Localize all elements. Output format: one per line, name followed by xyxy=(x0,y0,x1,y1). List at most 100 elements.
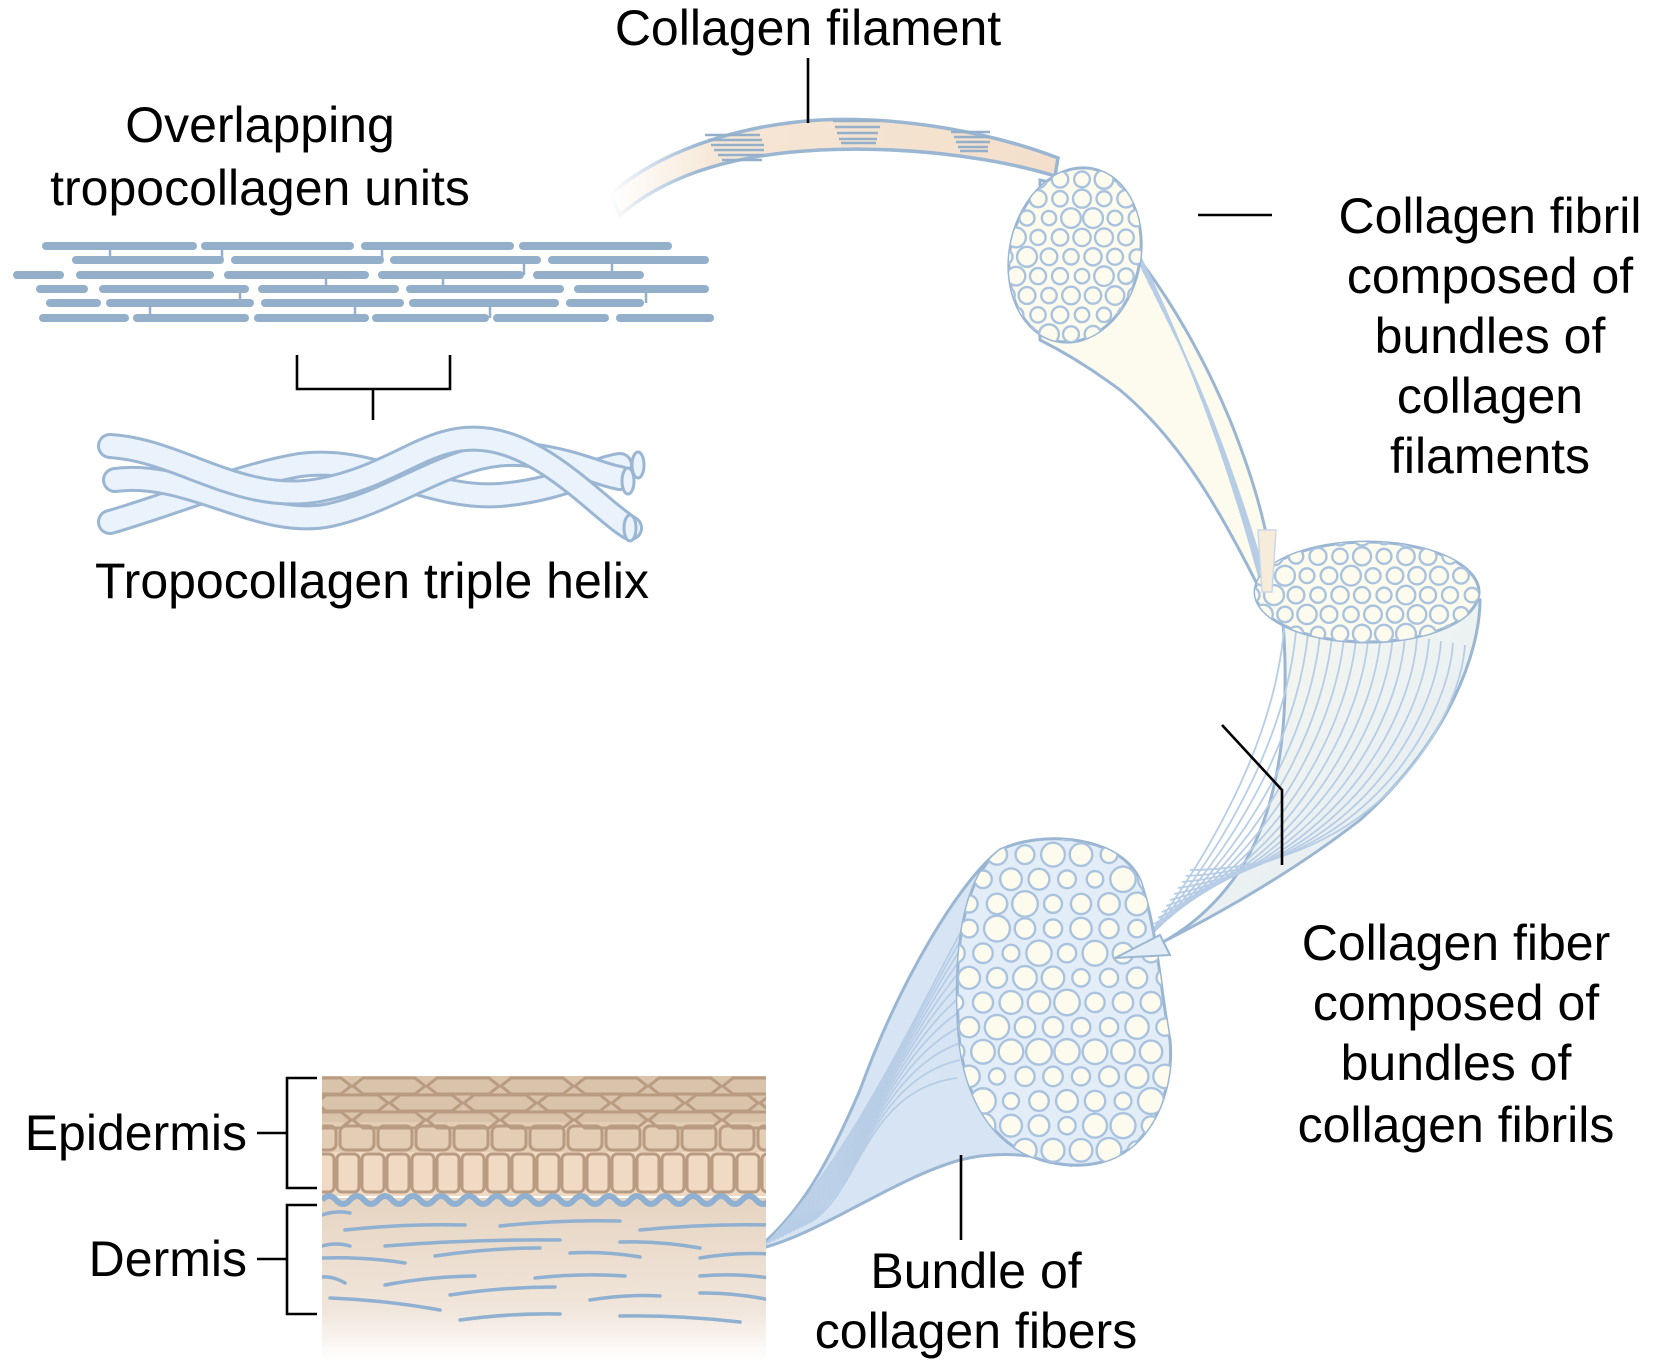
fiber-cross-section xyxy=(1053,1037,1081,1066)
label-collagen-fiber: Collagen fiber composed of bundles of co… xyxy=(1221,724,1615,1153)
spinous-cell xyxy=(566,1124,604,1152)
fibril-cross-section xyxy=(1331,547,1349,566)
filament-cross-section xyxy=(1040,209,1058,227)
fiber-cross-section xyxy=(1097,1065,1121,1088)
spinous-cell xyxy=(642,1124,680,1152)
fibril-cross-section xyxy=(1385,605,1405,624)
squamous-cell xyxy=(757,1096,766,1110)
filament-cross-section xyxy=(1016,324,1038,345)
dermal-collagen-fiber xyxy=(533,1273,627,1280)
basal-cell xyxy=(710,1152,736,1194)
spinous-cell xyxy=(680,1124,718,1152)
fibril-cross-section xyxy=(1330,542,1350,547)
spinous-cell xyxy=(414,1124,452,1152)
dermal-collagen-fiber xyxy=(322,1242,352,1248)
fibril-cross-section xyxy=(1407,565,1427,586)
fiber-cross-section xyxy=(1069,916,1093,941)
basal-cell xyxy=(485,1152,511,1194)
fiber-cross-section xyxy=(1040,1137,1066,1164)
filament-cross-section xyxy=(1062,155,1080,169)
collagen-fiber xyxy=(1119,529,1482,964)
fiber-cross-section xyxy=(957,942,966,965)
basal-cell xyxy=(635,1152,661,1194)
tropocollagen-triple-helix xyxy=(97,425,646,543)
collagen-filament xyxy=(607,117,1060,218)
fibril-cross-section xyxy=(1255,603,1274,626)
basal-cell xyxy=(410,1152,436,1194)
spinous-cell xyxy=(452,1124,490,1152)
fibril-cross-section xyxy=(1440,542,1460,547)
filament-cross-section xyxy=(1051,189,1069,208)
fiber-cross-section xyxy=(1081,1112,1109,1139)
fiber-cross-section xyxy=(957,965,982,991)
overlapping-tropocollagen-units xyxy=(13,242,714,322)
fiber-cross-section xyxy=(1154,844,1171,866)
fiber-cross-section xyxy=(1055,838,1079,842)
fiber-cross-section xyxy=(1151,1136,1171,1164)
bundle-fiber-line xyxy=(776,933,982,1240)
label-overlapping-line2: tropocollagen units xyxy=(50,160,470,216)
basal-cell xyxy=(460,1152,486,1194)
basal-cell xyxy=(735,1152,761,1194)
basal-cell xyxy=(585,1152,611,1194)
fiber-cross-section xyxy=(969,1038,997,1065)
fibril-cross-section xyxy=(1309,542,1327,546)
fiber-cross-section xyxy=(1124,1063,1150,1090)
filament-cross-section xyxy=(1093,227,1115,248)
fiber-cross-section xyxy=(1081,939,1109,967)
fibril-cross-section xyxy=(1418,585,1438,605)
fiber-cross-section xyxy=(1025,939,1053,968)
filament-cross-section xyxy=(1083,155,1103,170)
fiber-cross-section xyxy=(1001,943,1021,963)
fiber-cross-section xyxy=(1138,1039,1164,1065)
fiber-cross-section xyxy=(1054,1088,1080,1114)
bundle-fiber-line xyxy=(788,987,973,1234)
fiber-cross-section xyxy=(1081,1038,1109,1066)
skin-cross-section xyxy=(322,1076,766,1361)
fiber-cross-section xyxy=(970,838,996,843)
label-epidermis: Epidermis xyxy=(25,1076,317,1190)
dermal-collagen-fiber xyxy=(698,1291,766,1301)
fibril-cross-section xyxy=(1440,585,1460,605)
fiber-cross-section xyxy=(1124,891,1150,917)
fiber-cross-section xyxy=(997,1038,1025,1066)
fibril-cross-section xyxy=(1375,586,1393,604)
fiber-cross-section xyxy=(957,842,982,867)
label-bundle-line1: Bundle of xyxy=(870,1243,1081,1299)
fibril-cross-section xyxy=(1428,565,1450,586)
fiber-cross-section xyxy=(1042,1065,1064,1088)
basal-cell xyxy=(685,1152,711,1194)
filament-cross-section xyxy=(1104,285,1126,306)
filament-cross-section xyxy=(1115,169,1137,190)
fiber-cross-section xyxy=(957,838,967,842)
spinous-cell xyxy=(528,1124,566,1152)
label-epidermis-text: Epidermis xyxy=(25,1105,247,1161)
filament-cross-section xyxy=(1061,325,1081,344)
filament-cross-section xyxy=(1028,189,1048,209)
fibril-cross-section xyxy=(1309,586,1327,604)
spinous-cell xyxy=(376,1124,414,1152)
fibril-cross-section xyxy=(1330,585,1350,605)
fibril-cross-section xyxy=(1255,586,1261,604)
dermal-collagen-fiber xyxy=(698,1251,766,1260)
label-overlapping-line1: Overlapping xyxy=(125,97,395,153)
basal-cell xyxy=(560,1152,586,1194)
filament-cross-section xyxy=(1116,228,1136,247)
fibril-cross-section xyxy=(1273,564,1297,587)
dermal-collagen-fiber xyxy=(383,1274,477,1287)
dermal-collagen-fiber xyxy=(698,1273,766,1280)
label-collagen-filament-text: Collagen filament xyxy=(615,0,1001,56)
fiber-cross-section xyxy=(1040,965,1066,991)
fiber-cross-section xyxy=(998,989,1024,1016)
squamous-cell xyxy=(720,1110,766,1130)
fiber-cross-section xyxy=(998,1113,1024,1138)
fiber-cross-section xyxy=(1028,838,1050,841)
label-fibril-line2: composed of xyxy=(1347,248,1633,304)
fiber-cross-section xyxy=(1109,865,1137,894)
fiber-cross-section xyxy=(1109,1111,1137,1140)
fibril-cross-section xyxy=(1319,604,1339,625)
label-fiber-line4: collagen fibrils xyxy=(1298,1097,1615,1153)
dermal-collagen-fiber xyxy=(458,1312,562,1322)
filament-cross-section xyxy=(1081,206,1105,230)
fiber-cross-section xyxy=(1001,838,1021,840)
